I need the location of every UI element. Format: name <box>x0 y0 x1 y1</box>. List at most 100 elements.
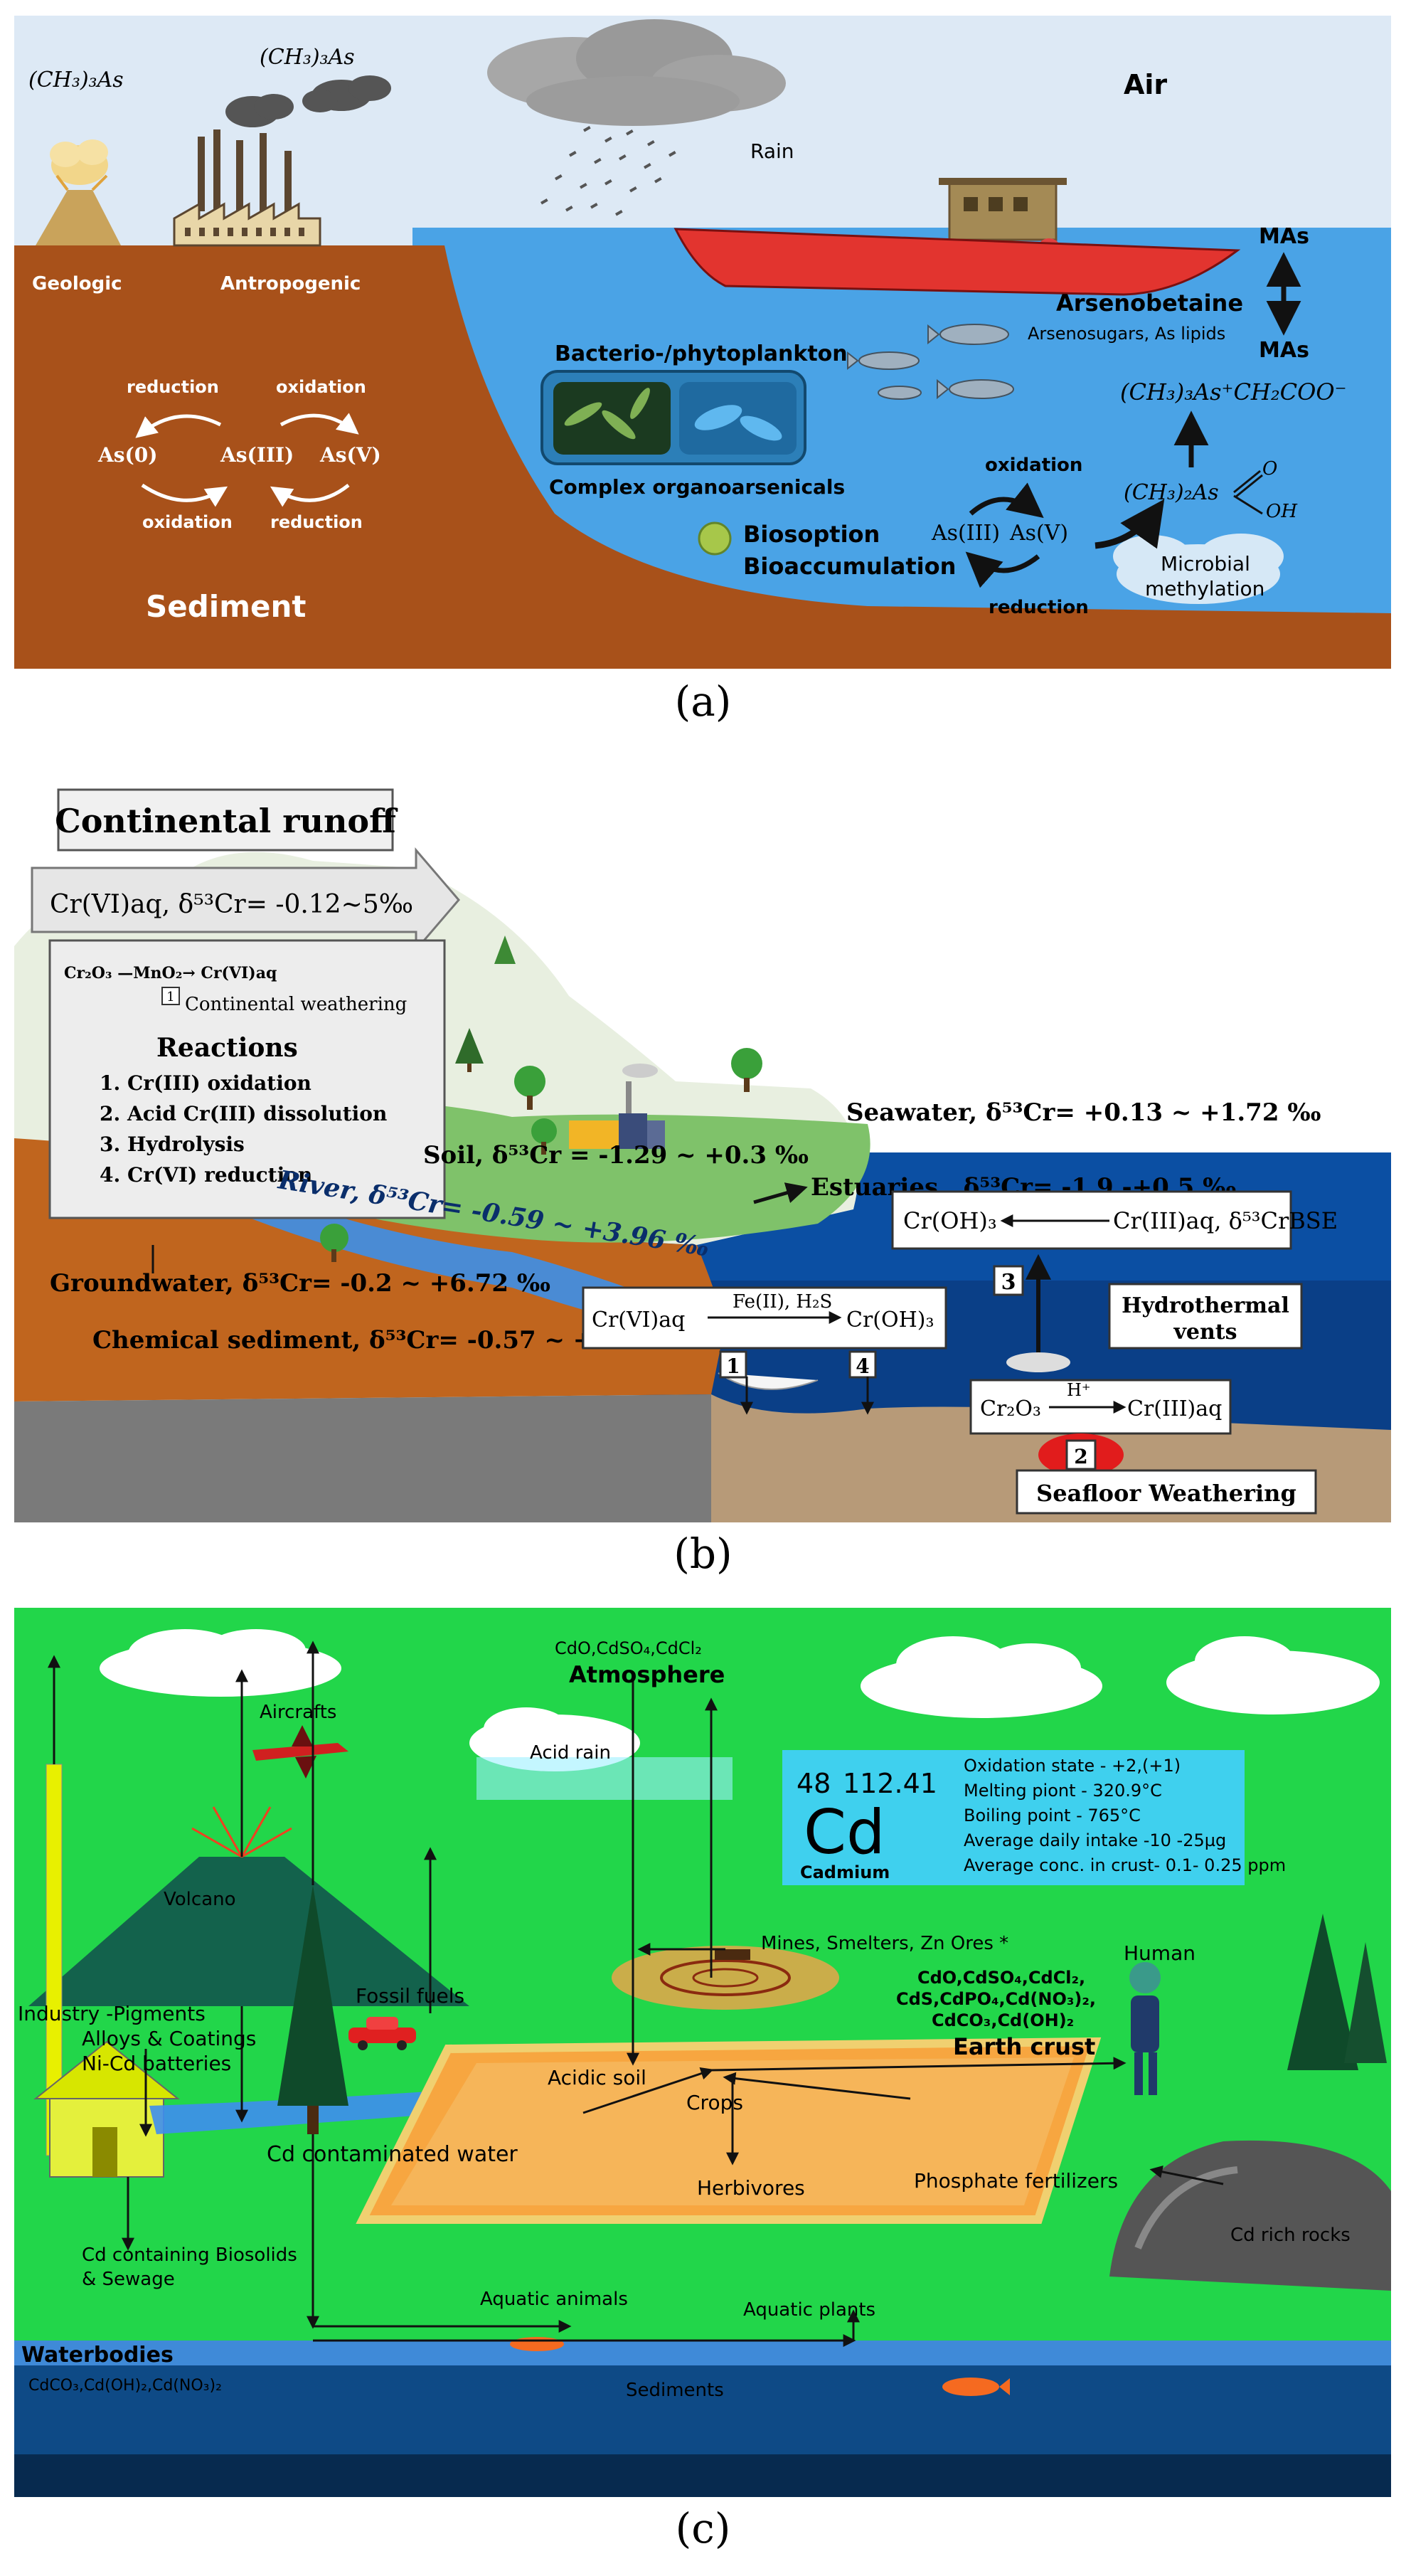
continental-runoff-text: Continental runoff <box>55 802 398 840</box>
reaction-4: 4. Cr(VI) reduction <box>100 1163 312 1187</box>
factory-icon <box>173 129 321 247</box>
arsenosugars-label: Arsenosugars, As lipids <box>1028 324 1225 344</box>
weathering-number: 1 <box>166 990 174 1005</box>
human-icon <box>1129 1962 1161 2095</box>
dma-formula: (CH₃)₂As <box>1124 480 1219 505</box>
bioaccumulation-label: Bioaccumulation <box>743 553 956 580</box>
acid-rain-label: Acid rain <box>530 1742 611 1764</box>
biosolids-line-1: Cd containing Biosolids <box>82 2244 297 2266</box>
contaminated-water-label: Cd contaminated water <box>267 2142 518 2167</box>
atomic-mass: 112.41 <box>843 1768 937 1799</box>
reactions-box: Cr₂O₃ —MnO₂→ Cr(VI)aq 1 Continental weat… <box>48 939 446 1219</box>
dissolution-box: Cr₂O₃ H⁺ Cr(III)aq <box>969 1379 1232 1435</box>
industry-line-2: Alloys & Coatings <box>82 2027 256 2050</box>
hydrolysis-reactant: Cr(III)aq, δ⁵³CrBSE <box>1113 1207 1338 1234</box>
reduction-box: Cr(VI)aq Fe(II), H₂S Cr(OH)₃ <box>582 1286 947 1350</box>
aquatic-plants-label: Aquatic plants <box>743 2299 875 2321</box>
element-name: Cadmium <box>800 1862 890 1882</box>
cadmium-element-card: 48 112.41 Cd Cadmium Oxidation state - +… <box>782 1750 1286 1885</box>
biosoption-label: Biosoption <box>743 521 880 548</box>
plankton-label: Bacterio-/phytoplankton <box>555 341 848 366</box>
earth-crust-label: Earth crust <box>953 2033 1095 2060</box>
fish-school-icon <box>847 324 1014 400</box>
bioaccumulation-cell-icon <box>698 521 732 556</box>
sediment-redox-cycle: reduction oxidation As(0) As(III) As(V) … <box>97 377 381 532</box>
vents-label: vents <box>1173 1320 1237 1345</box>
water-as3: As(III) <box>931 521 1000 546</box>
dma-hydroxyl: OH <box>1266 501 1298 522</box>
seafloor-weathering-label: Seafloor Weathering <box>1036 1480 1296 1507</box>
as3-species: As(III) <box>220 443 294 467</box>
dissolution-reactant: Cr₂O₃ <box>980 1396 1041 1421</box>
volcano-label: Volcano <box>164 1889 236 1910</box>
seafloor-weathering-box: Seafloor Weathering <box>1016 1469 1317 1515</box>
rain-drops <box>540 126 676 216</box>
hydrothermal-label: Hydrothermal <box>1122 1293 1289 1318</box>
trees <box>277 1885 1387 2134</box>
trees <box>320 935 762 1262</box>
compounds-line-1: CdO,CdSO₄,CdCl₂, <box>917 1968 1085 1988</box>
air-label: Air <box>1124 69 1167 100</box>
methylation-label: methylation <box>1145 577 1264 600</box>
house-icon <box>33 2040 180 2178</box>
continental-runoff-title: Continental runoff <box>55 788 398 852</box>
aircrafts-label: Aircrafts <box>260 1702 336 1723</box>
phosphate-label: Phosphate fertilizers <box>914 2169 1118 2193</box>
weathering-equation: Cr₂O₃ —MnO₂→ Cr(VI)aq <box>64 964 277 982</box>
crops-label: Crops <box>686 2091 743 2114</box>
ship-icon <box>673 178 1241 296</box>
reaction-number-2: 2 <box>1074 1445 1087 1468</box>
dma-oxygen: O <box>1262 458 1277 479</box>
water-as5: As(V) <box>1009 521 1068 546</box>
cd-rich-rocks-icon <box>1109 2140 1391 2291</box>
cd-rich-rocks-label: Cd rich rocks <box>1230 2225 1351 2246</box>
hydrothermal-box: Hydrothermal vents <box>1108 1283 1303 1350</box>
seawater-isotope: Seawater, δ⁵³Cr= +0.13 ~ +1.72 ‰ <box>846 1098 1321 1127</box>
methylation-cloud <box>1113 534 1284 604</box>
reaction-number-4: 4 <box>856 1355 869 1378</box>
antropogenic-label: Antropogenic <box>220 273 361 295</box>
as0-species: As(0) <box>97 443 157 467</box>
groundwater-isotope: Groundwater, δ⁵³Cr= -0.2 ~ +6.72 ‰ <box>50 1269 550 1298</box>
hydrolysis-product: Cr(OH)₃ <box>903 1207 997 1234</box>
car-icon <box>348 2017 416 2050</box>
reaction-number-3: 3 <box>1001 1270 1016 1295</box>
sediment-label: Sediment <box>146 589 306 624</box>
water-redox-cycle: oxidation As(III) As(V) reduction <box>931 455 1089 618</box>
acid-rain-band <box>476 1757 733 1800</box>
cycle-reduction-top: reduction <box>127 377 219 397</box>
complex-organoarsenicals-label: Complex organoarsenicals <box>549 475 845 499</box>
volcano-icon <box>36 139 121 245</box>
hydrolysis-box: Cr(OH)₃ Cr(III)aq, δ⁵³CrBSE <box>891 1190 1338 1250</box>
reactions-title: Reactions <box>156 1033 298 1063</box>
cycle-reduction-bottom: reduction <box>270 512 363 532</box>
smoke-cloud <box>225 75 391 127</box>
acidic-soil-label: Acidic soil <box>548 2066 646 2089</box>
industry-line-1: Industry -Pigments <box>18 2002 206 2025</box>
factory-icon <box>569 1064 665 1149</box>
mas-air-label: MAs <box>1259 224 1309 249</box>
human-label: Human <box>1124 1941 1195 1965</box>
runoff-arrow: Cr(VI)aq, δ⁵³Cr= -0.12~5‰ <box>31 847 460 953</box>
fossil-fuels-label: Fossil fuels <box>356 1984 464 2008</box>
dissolution-reagent: H⁺ <box>1067 1380 1091 1400</box>
panel-b-label: (b) <box>673 1530 733 1578</box>
prop-melting: Melting piont - 320.9°C <box>964 1781 1162 1801</box>
cycle-oxidation-top: oxidation <box>276 377 366 397</box>
panel-c-label: (c) <box>675 2504 731 2553</box>
reduction-product: Cr(OH)₃ <box>846 1308 934 1332</box>
rain-cloud <box>487 19 786 126</box>
panel-b-chromium-cycle: Continental runoff Cr(VI)aq, δ⁵³Cr= -0.1… <box>14 783 1391 1522</box>
reaction-number-1: 1 <box>726 1355 740 1378</box>
aircraft-icon <box>252 1725 348 1779</box>
water-reduction-label: reduction <box>989 597 1089 618</box>
compounds-line-2: CdS,CdPO₄,Cd(NO₃)₂, <box>896 1989 1096 2009</box>
atomic-number: 48 <box>797 1768 831 1799</box>
prop-crust: Average conc. in crust- 0.1- 0.25 ppm <box>964 1855 1286 1875</box>
atmosphere-formula: CdO,CdSO₄,CdCl₂ <box>555 1638 702 1658</box>
waterbodies-label: Waterbodies <box>21 2343 174 2368</box>
reaction-1: 1. Cr(III) oxidation <box>100 1071 311 1095</box>
aquatic-animals-label: Aquatic animals <box>480 2289 628 2310</box>
cycle-oxidation-bottom: oxidation <box>142 512 233 532</box>
industry-line-3: Ni-Cd batteries <box>82 2052 231 2075</box>
